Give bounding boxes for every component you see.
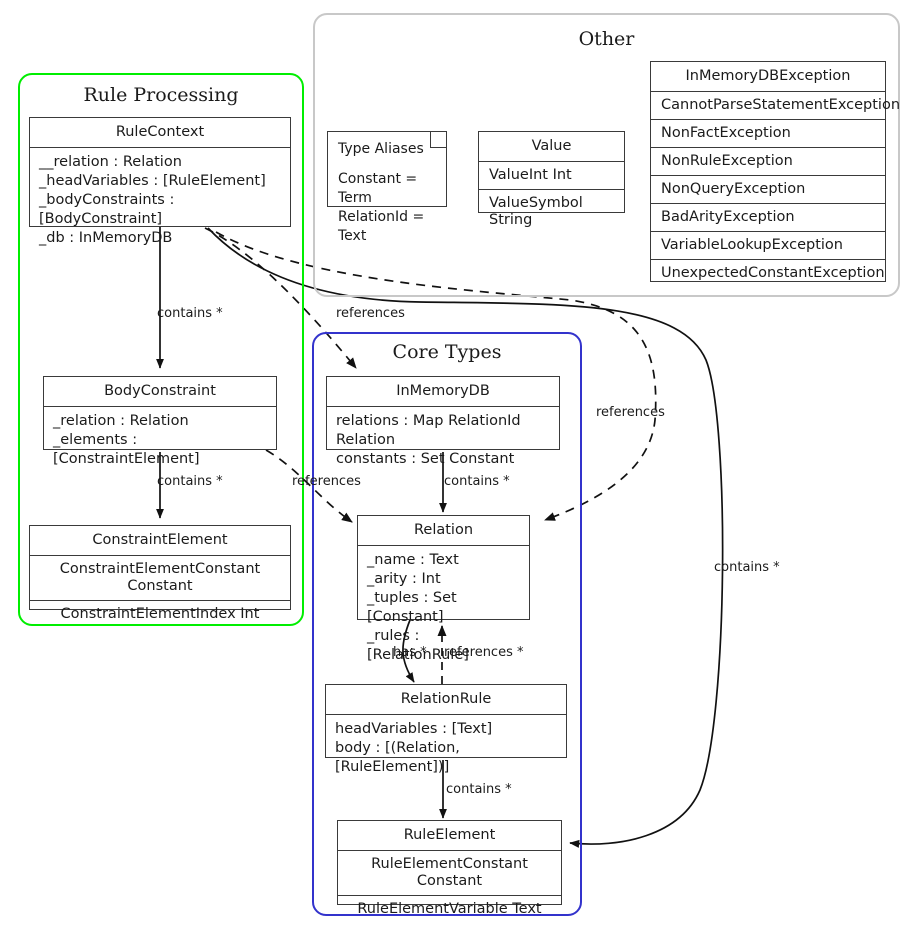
edge-label-inmemorydb-relation: contains * [444, 474, 510, 489]
edge-label-rulecontext-ruleelement: contains * [714, 560, 780, 575]
package-rule-processing: Rule Processing [18, 73, 304, 626]
constructor-row: VariableLookupException [651, 232, 885, 260]
note-fold-corner [430, 132, 446, 148]
edge-label-relation-relationrule-has: has * [393, 645, 427, 660]
note-spacer [338, 159, 436, 170]
class-rule-context-attributes: __relation : Relation _headVariables : [… [30, 148, 290, 254]
attribute-row: __relation : Relation [39, 154, 182, 170]
attribute-row: _name : Text [367, 552, 459, 568]
class-constraint-element-name: ConstraintElement [30, 526, 290, 556]
class-in-memory-db-exception-name: InMemoryDBException [651, 62, 885, 92]
class-in-memory-db-attributes: relations : Map RelationId Relation cons… [327, 407, 559, 475]
constructor-row: UnexpectedConstantException [661, 265, 885, 281]
note-line: RelationId = Text [338, 209, 425, 244]
attribute-row: _bodyConstraints : [BodyConstraint] [39, 192, 175, 227]
attribute-row: constants : Set Constant [336, 451, 515, 467]
edge-label-rulecontext-inmemorydb: references [336, 306, 405, 321]
constructor-row: CannotParseStatementException [651, 92, 900, 120]
edge-label-rulecontext-bodyconstraint: contains * [157, 306, 223, 321]
class-body-constraint-attributes: _relation : Relation _elements : [Constr… [44, 407, 276, 475]
edge-label-relationrule-ruleelement: contains * [446, 782, 512, 797]
constructor-row: RuleElementConstant Constant [338, 851, 561, 896]
class-in-memory-db-exception[interactable]: InMemoryDBException CannotParseStatement… [650, 61, 900, 282]
attribute-row: _tuples : Set [Constant] [367, 590, 457, 625]
attribute-row: headVariables : [Text] [335, 721, 493, 737]
edge-label-bodyconstraint-constraintelement: contains * [157, 474, 223, 489]
edge-label-relationrule-relation-references: references * [444, 645, 524, 660]
attribute-row: _elements : [ConstraintElement] [53, 432, 200, 467]
attribute-row: body : [(Relation, [RuleElement])] [335, 740, 460, 775]
class-constraint-element[interactable]: ConstraintElement ConstraintElementConst… [29, 525, 291, 622]
attribute-row: _headVariables : [RuleElement] [39, 173, 266, 189]
attribute-row: _rules : [RelationRule] [367, 628, 469, 663]
class-value-name: Value [479, 132, 624, 162]
note-type-aliases: Type Aliases Constant = Term RelationId … [327, 131, 447, 244]
constructor-row: ConstraintElementConstant Constant [30, 556, 290, 601]
package-rule-processing-title: Rule Processing [83, 84, 239, 106]
class-relation-rule-name: RelationRule [326, 685, 566, 715]
class-body-constraint[interactable]: BodyConstraint _relation : Relation _ele… [43, 376, 277, 467]
constructor-row: RuleElementVariable Text [357, 901, 542, 917]
constructor-row: ConstraintElementIndex Int [60, 606, 260, 622]
edge-label-rulecontext-relation: references [596, 405, 665, 420]
class-rule-element-name: RuleElement [338, 821, 561, 851]
class-relation-rule-attributes: headVariables : [Text] body : [(Relation… [326, 715, 566, 783]
constructor-row: NonQueryException [651, 176, 885, 204]
class-relation-rule[interactable]: RelationRule headVariables : [Text] body… [325, 684, 567, 775]
package-core-types-title: Core Types [392, 341, 502, 363]
constructor-row: ValueInt Int [479, 162, 624, 190]
package-other: Other [313, 13, 900, 297]
edge-label-bodyconstraint-relation: references [292, 474, 361, 489]
attribute-row: relations : Map RelationId Relation [336, 413, 521, 448]
class-rule-context-name: RuleContext [30, 118, 290, 148]
attribute-row: _relation : Relation [53, 413, 189, 429]
package-core-types: Core Types [312, 332, 582, 916]
note-title: Type Aliases [338, 141, 424, 157]
class-in-memory-db[interactable]: InMemoryDB relations : Map RelationId Re… [326, 376, 560, 467]
class-rule-context[interactable]: RuleContext __relation : Relation _headV… [29, 117, 291, 246]
note-line: Constant = Term [338, 171, 418, 206]
class-relation[interactable]: Relation _name : Text _arity : Int _tupl… [357, 515, 530, 663]
constructor-row: BadArityException [651, 204, 885, 232]
class-body-constraint-name: BodyConstraint [44, 377, 276, 407]
class-in-memory-db-name: InMemoryDB [327, 377, 559, 407]
class-relation-name: Relation [358, 516, 529, 546]
constructor-row: NonFactException [651, 120, 885, 148]
attribute-row: _db : InMemoryDB [39, 230, 173, 246]
note-body: Type Aliases Constant = Term RelationId … [328, 132, 446, 254]
package-other-title: Other [578, 28, 635, 50]
attribute-row: _arity : Int [367, 571, 441, 587]
class-relation-attributes: _name : Text _arity : Int _tuples : Set … [358, 546, 529, 671]
class-rule-element[interactable]: RuleElement RuleElementConstant Constant… [337, 820, 562, 917]
constructor-row: ValueSymbol String [489, 195, 583, 228]
constructor-row: NonRuleException [651, 148, 885, 176]
class-value[interactable]: Value ValueInt Int ValueSymbol String [478, 131, 625, 228]
